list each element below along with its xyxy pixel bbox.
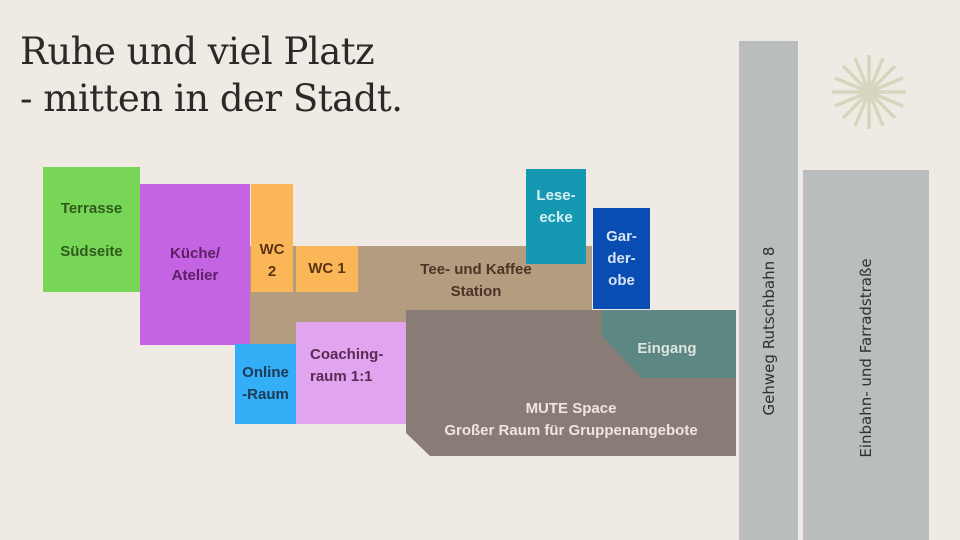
room-wc-1: WC 1: [296, 246, 358, 292]
room-mute-space: MUTE Space Großer Raum für Gruppenangebo…: [406, 396, 736, 444]
room-label: Südseite: [60, 242, 123, 260]
room-label: Großer Raum für Gruppenangebote: [444, 422, 698, 439]
room-leseecke: Lese- ecke: [526, 169, 586, 264]
room-label: 2: [267, 263, 277, 280]
room-label: ecke: [539, 209, 573, 226]
room-label: Coaching-: [310, 346, 384, 363]
room-label: Tee- und Kaffee: [420, 261, 532, 278]
room-wc-2: WC 2: [251, 184, 293, 292]
sunburst-icon: [832, 55, 906, 129]
room-coachingraum: Coaching- raum 1:1: [296, 322, 406, 424]
page-title: Ruhe und viel Platz - mitten in der Stad…: [20, 28, 403, 122]
room-label: obe: [608, 271, 635, 289]
room-label: Küche/: [169, 244, 220, 262]
room-label: -Raum: [242, 386, 289, 403]
room-label: Gar-: [606, 227, 637, 245]
street-gehweg-rutschbahn: Gehweg Rutschbahn 8: [739, 41, 798, 540]
street-einbahn-farradstrasse: Einbahn- und Farradstraße: [803, 170, 929, 540]
room-label: der-: [607, 249, 636, 267]
room-label: Eingang: [637, 340, 697, 357]
room-label: Lese-: [536, 187, 576, 204]
room-label: Online: [242, 364, 289, 381]
title-line-2: - mitten in der Stadt.: [20, 77, 403, 120]
street-label: Einbahn- und Farradstraße: [857, 258, 875, 458]
room-label: WC 1: [308, 260, 346, 277]
room-label: WC: [259, 241, 285, 258]
room-label: Station: [450, 283, 502, 300]
title-line-1: Ruhe und viel Platz: [20, 30, 375, 73]
room-label: Terrasse: [60, 199, 123, 217]
room-label: Atelier: [171, 266, 219, 284]
street-label: Gehweg Rutschbahn 8: [759, 246, 778, 416]
room-label: MUTE Space: [525, 400, 617, 417]
room-kueche-atelier: Küche/ Atelier: [140, 184, 250, 345]
room-garderobe: Gar- der- obe: [593, 208, 650, 309]
room-label: raum 1:1: [310, 368, 373, 385]
room-terrasse: Terrasse Südseite: [43, 167, 140, 292]
room-online-raum: Online -Raum: [235, 344, 296, 424]
room-eingang: Eingang: [620, 334, 714, 364]
